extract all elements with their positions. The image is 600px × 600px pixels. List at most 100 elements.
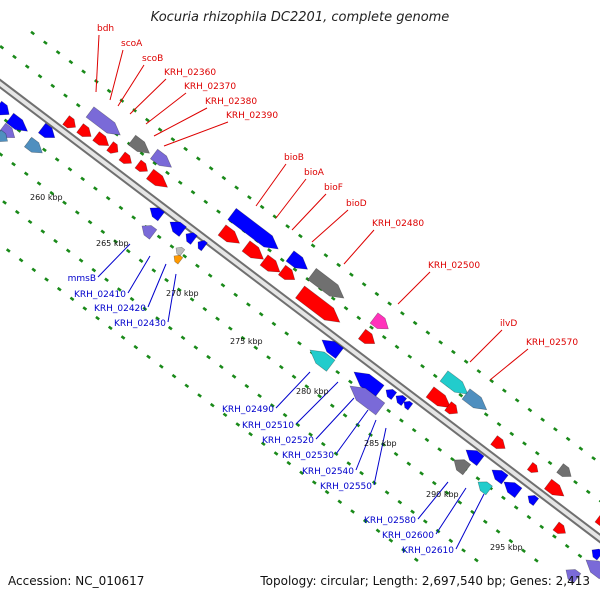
gene-arrow[interactable] xyxy=(127,134,153,158)
scale-tick xyxy=(359,470,364,476)
gene-label-reverse[interactable]: KRH_02580 xyxy=(364,516,416,526)
gene-label-reverse[interactable]: KRH_02610 xyxy=(402,546,454,556)
gene-arrow[interactable] xyxy=(582,554,600,580)
gene-label-reverse[interactable]: KRH_02420 xyxy=(94,304,146,314)
gene-arrow[interactable] xyxy=(444,401,461,418)
gene-label-forward[interactable]: KRH_02360 xyxy=(164,68,216,78)
gene-label-reverse[interactable]: KRH_02510 xyxy=(242,421,294,431)
gene-arrow[interactable] xyxy=(490,435,509,453)
gene-arrow[interactable] xyxy=(5,112,31,136)
scale-tick xyxy=(298,233,303,239)
gene-arrow[interactable] xyxy=(475,478,493,496)
gene-arrow[interactable] xyxy=(92,131,112,150)
gene-label-forward[interactable]: ilvD xyxy=(500,319,517,329)
scale-tick xyxy=(54,157,60,162)
gene-arrow[interactable] xyxy=(462,445,485,467)
scale-tick xyxy=(95,315,100,321)
gene-arrow[interactable] xyxy=(543,478,567,501)
gene-arrow[interactable] xyxy=(37,122,58,142)
gene-arrow[interactable] xyxy=(145,168,171,192)
gene-arrow[interactable] xyxy=(76,123,95,141)
gene-arrow[interactable] xyxy=(439,370,472,399)
gene-arrow[interactable] xyxy=(402,399,414,411)
gene-arrow[interactable] xyxy=(383,386,398,401)
gene-arrow[interactable] xyxy=(489,466,509,485)
scale-tick xyxy=(82,306,88,311)
scale-tick xyxy=(463,359,469,364)
gene-arrow[interactable] xyxy=(369,312,392,334)
gene-arrow[interactable] xyxy=(393,392,408,407)
gene-arrow[interactable] xyxy=(23,136,46,157)
gene-label-reverse[interactable]: KRH_02520 xyxy=(262,436,314,446)
gene-arrow[interactable] xyxy=(357,328,378,348)
scale-tick xyxy=(65,248,71,254)
gene-arrow[interactable] xyxy=(0,100,13,119)
gene-label-reverse[interactable]: KRH_02430 xyxy=(114,319,166,329)
map-title: Kocuria rhizophila DC2201, complete geno… xyxy=(150,10,450,25)
gene-arrow[interactable] xyxy=(556,463,575,481)
gene-arrow[interactable] xyxy=(307,268,348,303)
gene-label-reverse[interactable]: mmsB xyxy=(68,274,96,284)
gene-arrow[interactable] xyxy=(195,238,208,252)
gene-label-forward[interactable]: bioD xyxy=(346,199,367,209)
gene-arrow[interactable] xyxy=(172,253,184,265)
gene-label-reverse[interactable]: KRH_02540 xyxy=(302,467,354,477)
gene-label-forward[interactable]: KRH_02480 xyxy=(372,219,424,229)
leader-line xyxy=(355,419,377,471)
gene-arrow[interactable] xyxy=(349,366,385,398)
gene-label-forward[interactable]: KRH_02380 xyxy=(205,97,257,107)
gene-arrow[interactable] xyxy=(594,513,600,529)
gene-arrow[interactable] xyxy=(500,477,523,499)
gene-label-reverse[interactable]: KRH_02490 xyxy=(222,405,274,415)
scale-tick xyxy=(284,331,290,336)
gene-arrow[interactable] xyxy=(241,240,267,265)
gene-label-forward[interactable]: KRH_02500 xyxy=(428,261,480,271)
gene-arrow[interactable] xyxy=(318,335,344,359)
gene-arrow[interactable] xyxy=(526,461,540,475)
gene-arrow[interactable] xyxy=(149,148,175,172)
gene-label-forward[interactable]: KRH_02370 xyxy=(184,82,236,92)
gene-label-reverse[interactable]: KRH_02530 xyxy=(282,451,334,461)
gene-arrow[interactable] xyxy=(217,224,243,249)
gene-arrow[interactable] xyxy=(425,386,455,413)
gene-arrow[interactable] xyxy=(295,285,344,328)
gene-arrow[interactable] xyxy=(62,115,79,132)
scale-tick xyxy=(387,301,393,306)
gene-arrow[interactable] xyxy=(525,492,540,507)
scale-tick xyxy=(489,378,495,384)
gene-label-forward[interactable]: scoB xyxy=(142,54,163,64)
gene-arrow[interactable] xyxy=(227,208,283,254)
gene-arrow[interactable] xyxy=(259,254,284,277)
gene-arrow[interactable] xyxy=(118,151,135,167)
gene-arrow[interactable] xyxy=(85,106,124,140)
gene-arrow[interactable] xyxy=(0,129,11,145)
scale-tick xyxy=(5,248,11,253)
gene-arrow[interactable] xyxy=(306,344,336,372)
gene-label-forward[interactable]: KRH_02570 xyxy=(526,338,578,348)
gene-arrow[interactable] xyxy=(589,546,600,561)
gene-arrow[interactable] xyxy=(134,159,151,175)
gene-label-forward[interactable]: bdh xyxy=(97,24,114,34)
gene-label-reverse[interactable]: KRH_02600 xyxy=(382,531,434,541)
gene-label-reverse[interactable]: KRH_02550 xyxy=(320,482,372,492)
gene-label-forward[interactable]: bioB xyxy=(284,153,304,163)
gene-label-forward[interactable]: bioF xyxy=(324,183,343,193)
gene-label-forward[interactable]: KRH_02390 xyxy=(226,111,278,121)
gene-arrow[interactable] xyxy=(450,455,472,476)
gene-arrow[interactable] xyxy=(562,565,582,584)
gene-arrow[interactable] xyxy=(183,230,198,245)
gene-arrow[interactable] xyxy=(285,250,311,275)
gene-arrow[interactable] xyxy=(166,217,187,237)
gene-arrow[interactable] xyxy=(345,380,386,416)
gene-arrow[interactable] xyxy=(106,141,122,157)
gene-arrow[interactable] xyxy=(147,204,165,222)
gene-label-forward[interactable]: scoA xyxy=(121,39,143,49)
gene-arrow[interactable] xyxy=(277,264,298,284)
gene-label-reverse[interactable]: KRH_02410 xyxy=(74,290,126,300)
gene-arrow[interactable] xyxy=(138,221,158,240)
gene-arrow[interactable] xyxy=(552,521,569,537)
scale-tick xyxy=(483,412,489,417)
gene-arrow[interactable] xyxy=(174,245,186,257)
gene-label-forward[interactable]: bioA xyxy=(304,168,325,178)
gene-arrow[interactable] xyxy=(461,388,491,415)
